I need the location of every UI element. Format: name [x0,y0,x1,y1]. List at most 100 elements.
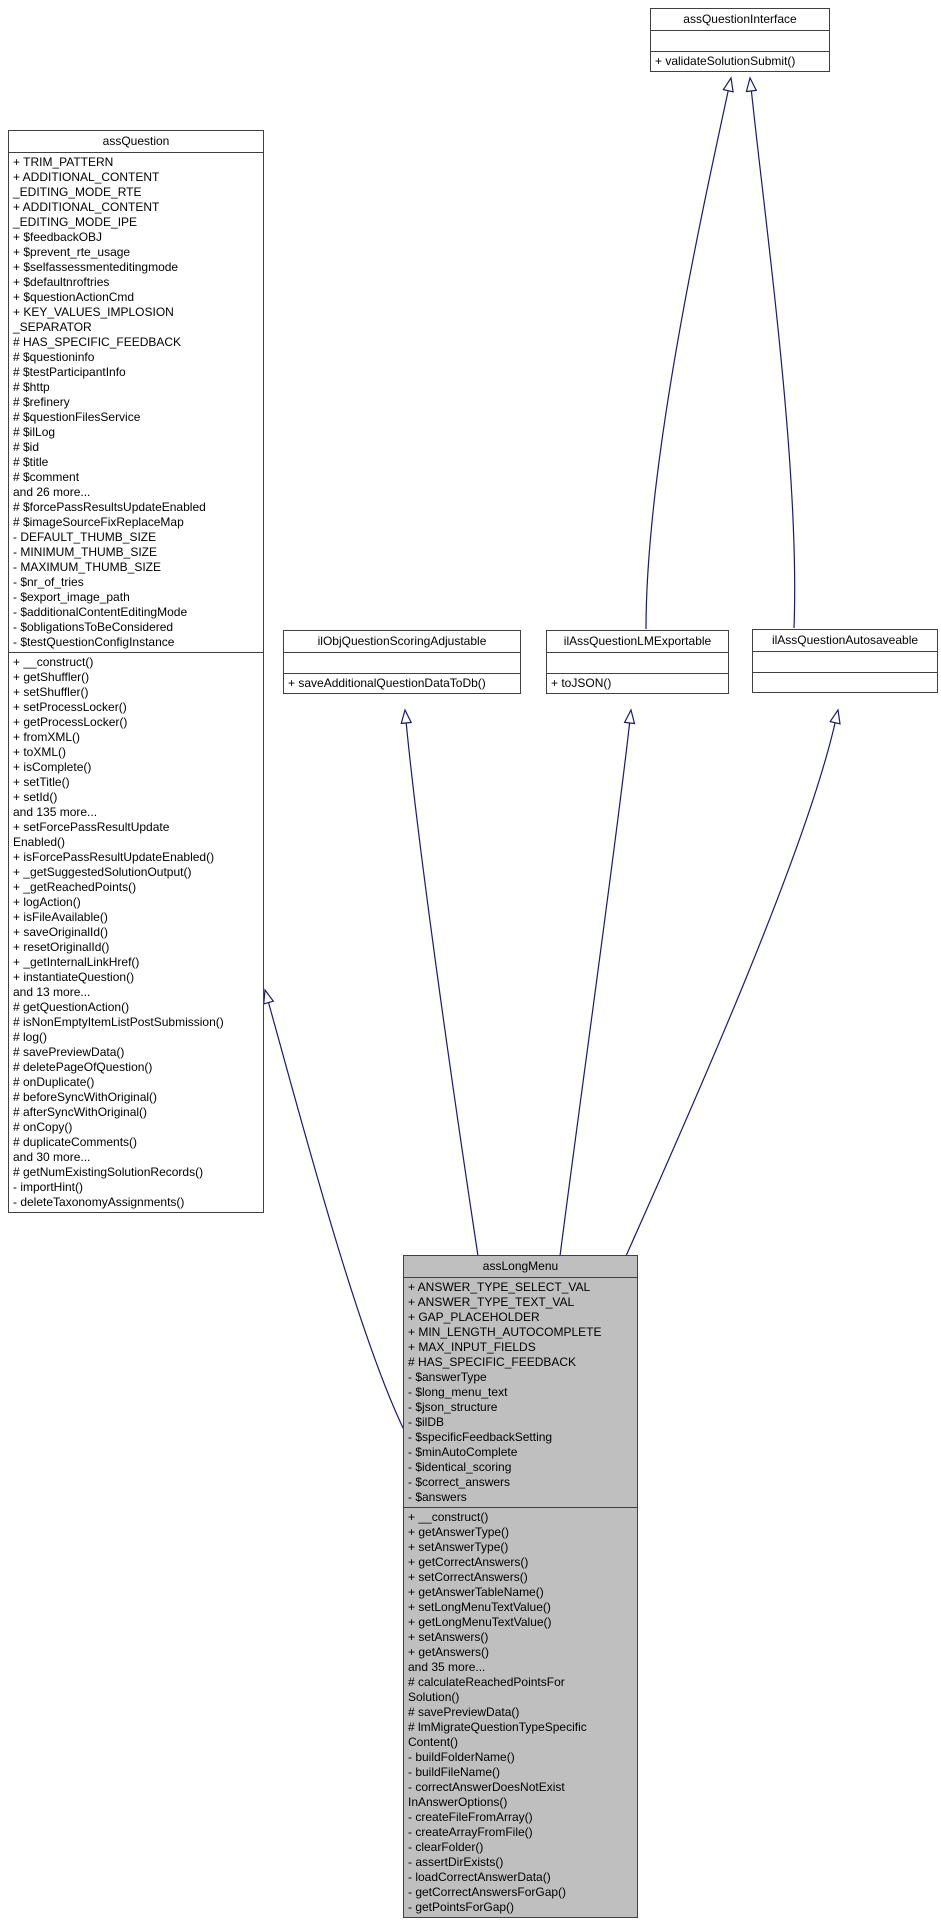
method-line: + getShuffler() [13,670,90,684]
method-line: - clearFolder() [408,1840,484,1854]
method-line: # duplicateComments() [13,1135,138,1149]
method-line: # isNonEmptyItemListPostSubmission() [13,1015,224,1029]
method-line: and 135 more... [13,805,98,819]
method-line: and 30 more... [13,1150,91,1164]
attribute-line: + $prevent_rte_usage [13,245,131,259]
method-line: Solution() [408,1690,460,1704]
attribute-line: - MINIMUM_THUMB_SIZE [13,545,157,559]
attribute-line: # $http [13,380,50,394]
method-line: + isComplete() [13,760,92,774]
class-title: ilAssQuestionLMExportable [547,631,728,653]
method-line: + __construct() [13,655,94,669]
method-line: - loadCorrectAnswerData() [408,1870,551,1884]
method-line: + _getInternalLinkHref() [13,955,140,969]
method-line: - correctAnswerDoesNotExist [408,1780,565,1794]
method-line: and 35 more... [408,1660,486,1674]
method-line: - createArrayFromFile() [408,1825,533,1839]
method-line: # beforeSyncWithOriginal() [13,1090,158,1104]
attribute-line: and 26 more... [13,485,91,499]
attribute-line: # $questionFilesService [13,410,141,424]
inheritance-edge-assLongMenu-to-ilObjQuestionScoringAdjustable [400,708,479,1257]
class-box-assLongMenu[interactable]: assLongMenu + ANSWER_TYPE_SELECT_VAL+ AN… [403,1255,638,1918]
method-line: + __construct() [408,1510,489,1524]
class-box-ilAssQuestionAutosaveable[interactable]: ilAssQuestionAutosaveable [752,629,938,693]
class-title: assLongMenu [404,1256,637,1278]
attribute-line: + KEY_VALUES_IMPLOSION [13,305,174,319]
open-triangle-arrowhead [722,76,734,93]
method-line: Enabled() [13,835,66,849]
method-line: Content() [408,1735,459,1749]
attribute-line: - DEFAULT_THUMB_SIZE [13,530,157,544]
attribute-line: - $minAutoComplete [408,1445,518,1459]
attribute-line: _SEPARATOR [13,320,92,334]
attribute-line: - MAXIMUM_THUMB_SIZE [13,560,162,574]
inheritance-edge-assLongMenu-to-ilAssQuestionLMExportable [559,708,636,1257]
attribute-line: - $identical_scoring [408,1460,512,1474]
attribute-line: - $nr_of_tries [13,575,84,589]
method-line: + setLongMenuTextValue() [408,1600,551,1614]
attribute-line: # $testParticipantInfo [13,365,126,379]
attributes-section: + ANSWER_TYPE_SELECT_VAL+ ANSWER_TYPE_TE… [404,1278,637,1507]
open-triangle-arrowhead [263,988,275,1005]
method-line: + instantiateQuestion() [13,970,135,984]
method-line: + saveAdditionalQuestionDataToDb() [288,676,486,690]
method-line: - buildFolderName() [408,1750,515,1764]
method-line: + _getSuggestedSolutionOutput() [13,865,192,879]
class-box-ilAssQuestionLMExportable[interactable]: ilAssQuestionLMExportable + toJSON() [546,630,729,694]
method-line: + toXML() [13,745,67,759]
method-line: # getQuestionAction() [13,1000,130,1014]
method-line: # savePreviewData() [13,1045,125,1059]
attribute-line: # HAS_SPECIFIC_FEEDBACK [13,335,182,349]
attribute-line: - $additionalContentEditingMode [13,605,188,619]
attribute-line: + $defaultnroftries [13,275,110,289]
class-box-assQuestionInterface[interactable]: assQuestionInterface + validateSolutionS… [650,8,830,72]
attribute-line: - $testQuestionConfigInstance [13,635,175,649]
attribute-line: + ANSWER_TYPE_TEXT_VAL [408,1295,575,1309]
class-box-ilObjQuestionScoringAdjustable[interactable]: ilObjQuestionScoringAdjustable + saveAdd… [283,630,521,694]
method-line: + isFileAvailable() [13,910,108,924]
methods-section: + __construct()+ getShuffler()+ setShuff… [9,652,263,1212]
inheritance-edge-assLongMenu-to-ilAssQuestionAutosaveable [625,708,841,1257]
attribute-line: - $obligationsToBeConsidered [13,620,174,634]
attributes-section [651,31,829,51]
method-line: + logAction() [13,895,81,909]
class-title: ilAssQuestionAutosaveable [753,630,937,652]
inheritance-edge-ilAssQuestionLMExportable-to-assQuestionInterface [645,76,734,630]
method-line: + setProcessLocker() [13,700,127,714]
method-line: + setForcePassResultUpdate [13,820,170,834]
open-triangle-arrowhead [829,708,841,725]
method-line: + setAnswerType() [408,1540,509,1554]
attribute-line: # $refinery [13,395,70,409]
attributes-section [284,653,520,673]
attribute-line: - $json_structure [408,1400,498,1414]
method-line: + setTitle() [13,775,70,789]
method-line: + getProcessLocker() [13,715,128,729]
attribute-line: - $answerType [408,1370,487,1384]
attributes-section: + TRIM_PATTERN+ ADDITIONAL_CONTENT_EDITI… [9,153,263,652]
method-line: + setAnswers() [408,1630,489,1644]
method-line: # calculateReachedPointsFor [408,1675,565,1689]
inheritance-edge-assLongMenu-to-assQuestion [263,988,405,1431]
method-line: + fromXML() [13,730,81,744]
attribute-line: _EDITING_MODE_RTE [13,185,142,199]
method-line: + getAnswers() [408,1645,490,1659]
method-line: - getPointsForGap() [408,1900,515,1914]
class-box-assQuestion[interactable]: assQuestion + TRIM_PATTERN+ ADDITIONAL_C… [8,130,264,1213]
methods-section: + validateSolutionSubmit() [651,51,829,71]
attribute-line: + MIN_LENGTH_AUTOCOMPLETE [408,1325,602,1339]
class-title: ilObjQuestionScoringAdjustable [284,631,520,653]
method-line: # onCopy() [13,1120,73,1134]
attribute-line: # HAS_SPECIFIC_FEEDBACK [408,1355,577,1369]
attribute-line: # $comment [13,470,80,484]
method-line: + toJSON() [551,676,612,690]
method-line: # savePreviewData() [408,1705,520,1719]
method-line: InAnswerOptions() [408,1795,508,1809]
open-triangle-arrowhead [400,708,413,725]
attribute-line: # $questioninfo [13,350,95,364]
attribute-line: + ADDITIONAL_CONTENT [13,200,160,214]
attribute-line: - $specificFeedbackSetting [408,1430,553,1444]
open-triangle-arrowhead [623,708,636,725]
attribute-line: + MAX_INPUT_FIELDS [408,1340,536,1354]
method-line: + saveOriginalId() [13,925,109,939]
